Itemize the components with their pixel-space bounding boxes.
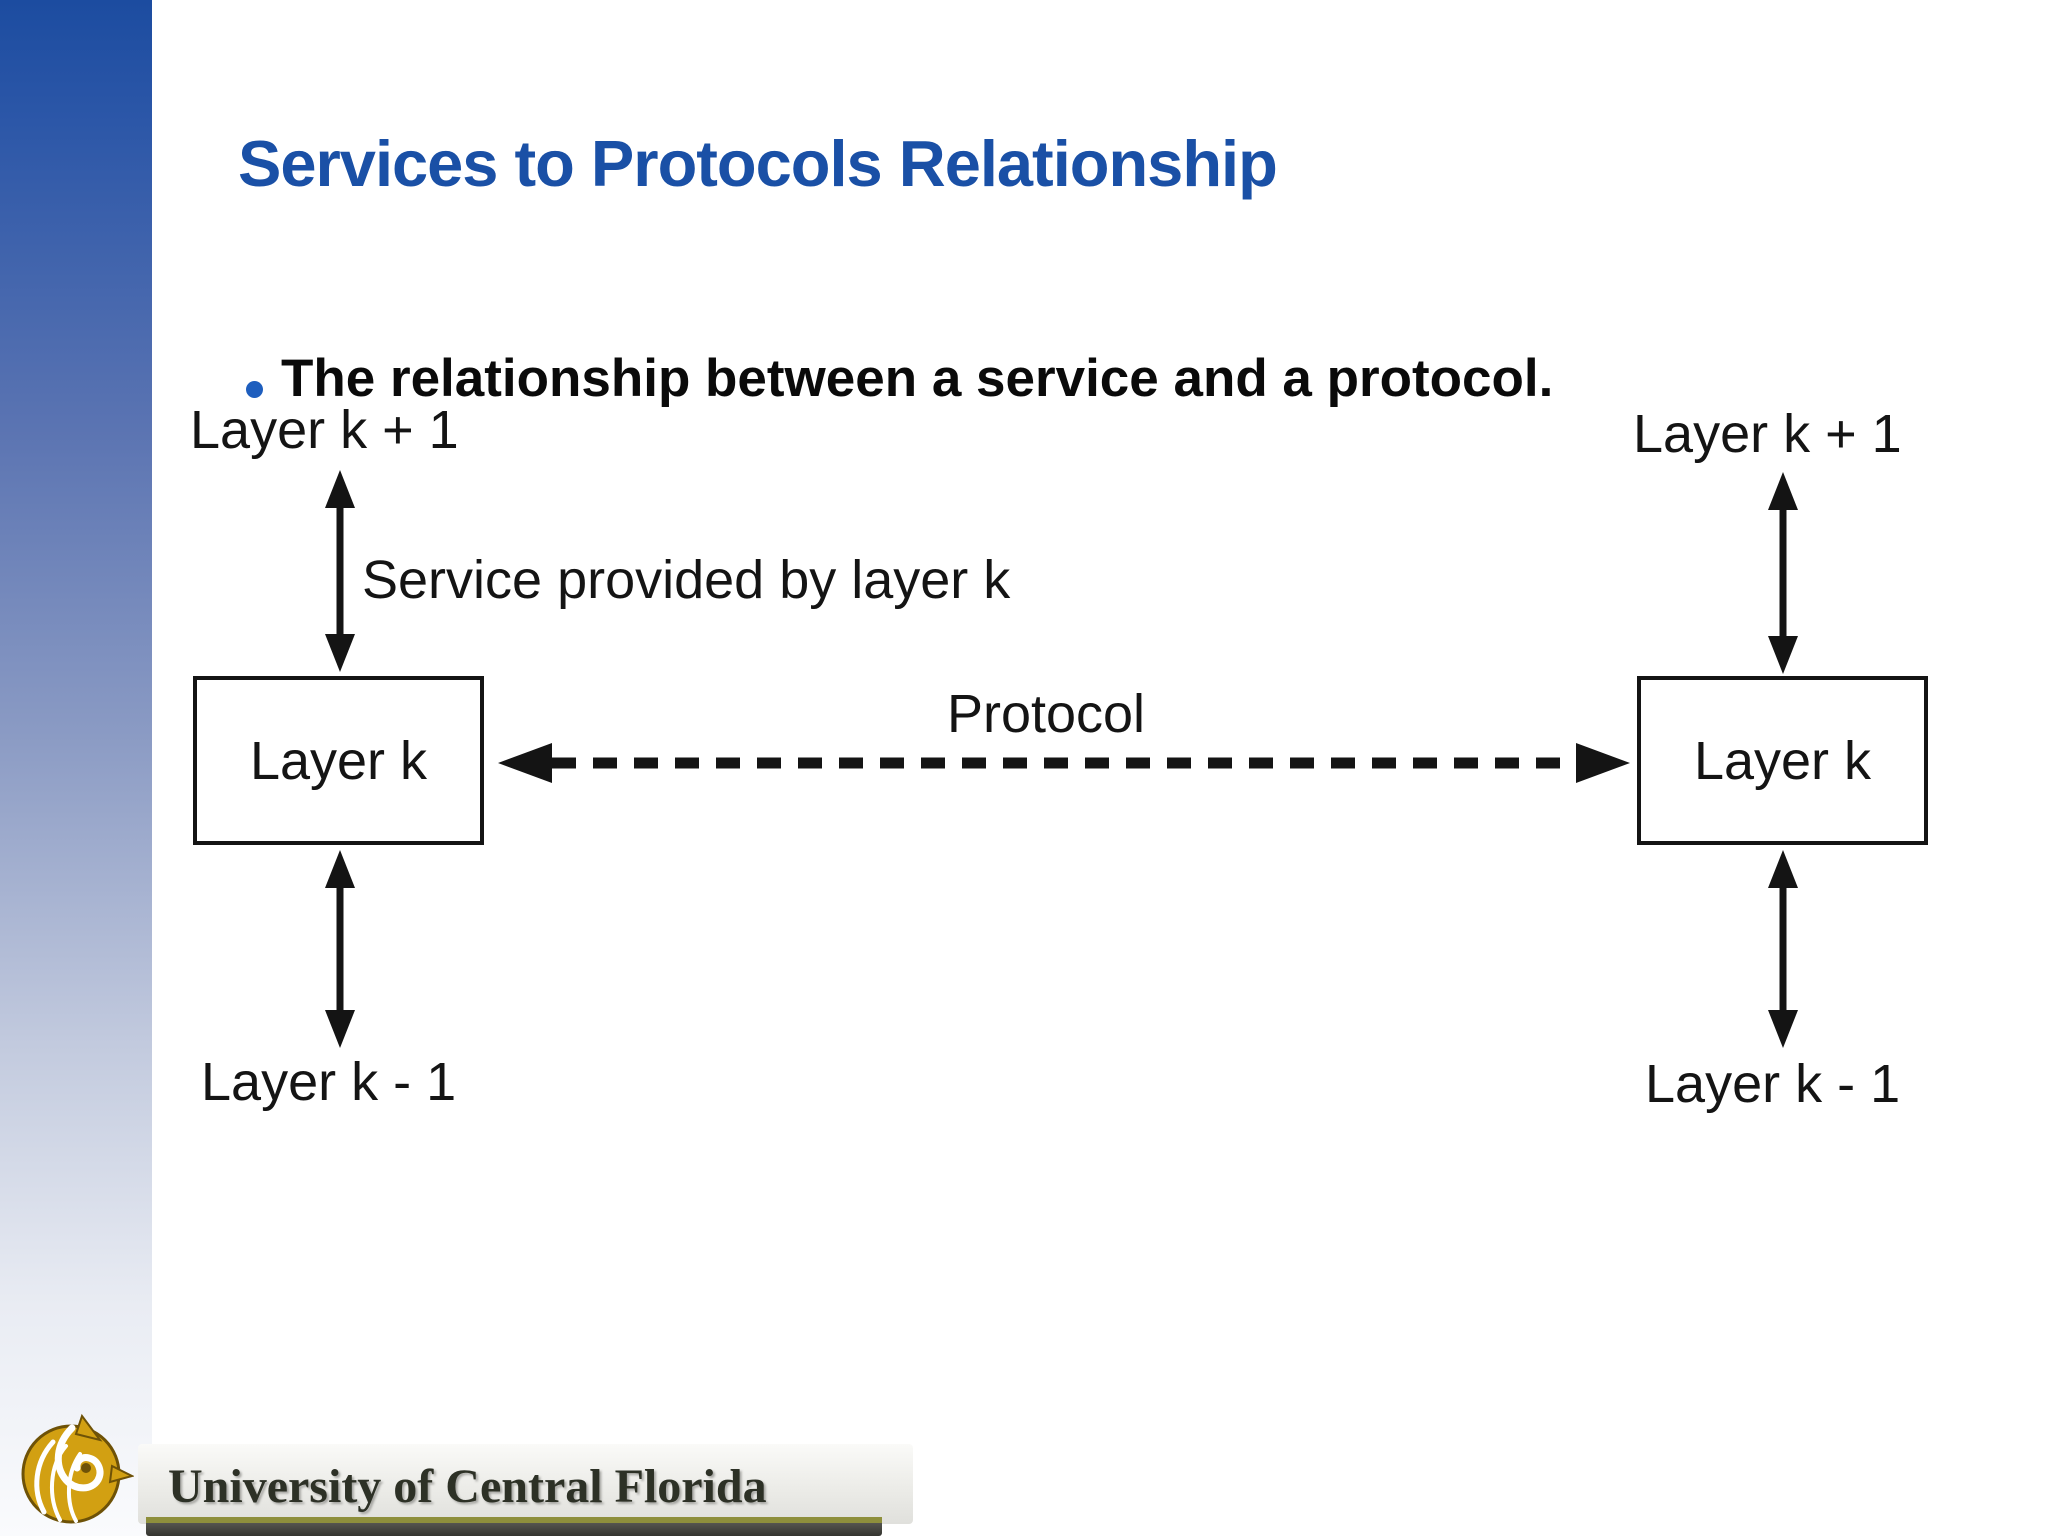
bullet-text: The relationship between a service and a… xyxy=(281,349,1554,408)
bullet-dot-icon xyxy=(246,381,263,398)
right-lower-layer-label: Layer k - 1 xyxy=(1645,1054,1901,1114)
right-upper-layer-label: Layer k + 1 xyxy=(1633,404,1902,464)
footer-olive-line xyxy=(146,1517,882,1523)
right-service-double-arrow-icon xyxy=(1768,472,1798,674)
slide-title: Services to Protocols Relationship xyxy=(238,127,1278,200)
service-arrow-label: Service provided by layer k xyxy=(362,550,1011,610)
protocol-dashed-double-arrow-icon xyxy=(498,743,1630,783)
left-layer-k-box-label: Layer k xyxy=(249,730,428,791)
left-service-double-arrow-icon xyxy=(325,470,355,672)
left-lower-double-arrow-icon xyxy=(325,850,355,1048)
university-name: University of Central Florida xyxy=(168,1460,767,1513)
left-lower-layer-label: Layer k - 1 xyxy=(201,1052,457,1112)
right-layer-k-box-label: Layer k xyxy=(1693,730,1872,791)
right-lower-double-arrow-icon xyxy=(1768,850,1798,1048)
sidebar-gradient xyxy=(0,0,152,1536)
left-layer-k-box: Layer k xyxy=(193,676,484,845)
left-upper-layer-label: Layer k + 1 xyxy=(190,400,459,460)
protocol-arrow-label: Protocol xyxy=(946,684,1146,744)
footer-highlight-band xyxy=(138,1444,913,1524)
right-layer-k-box: Layer k xyxy=(1637,676,1928,845)
ucf-pegasus-logo-icon xyxy=(21,1413,134,1524)
footer-dark-bar xyxy=(146,1523,882,1536)
